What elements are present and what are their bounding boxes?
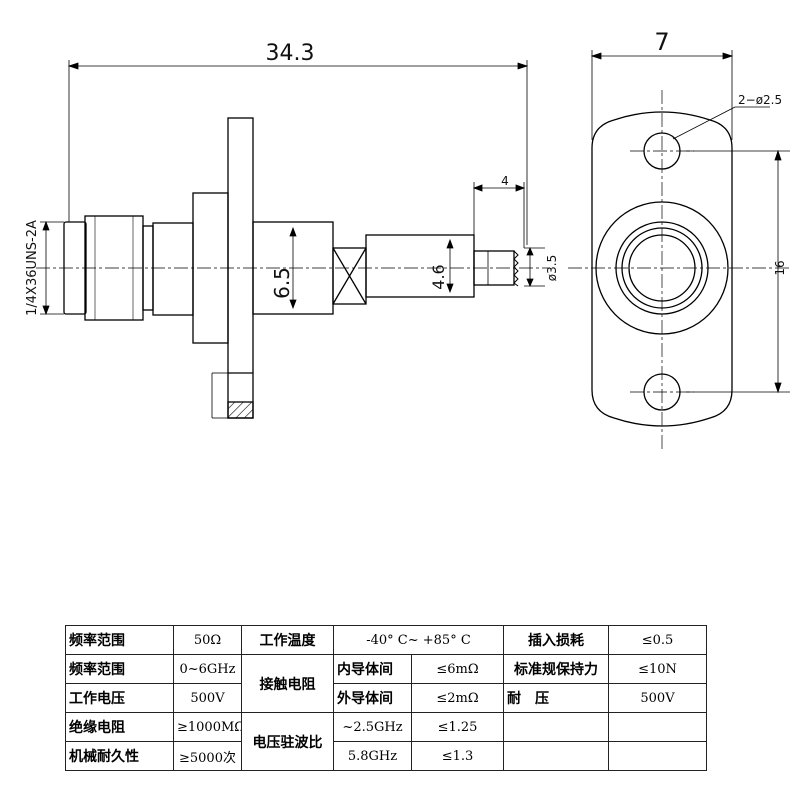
label-cell: 内导体间 <box>333 654 412 684</box>
flange-hatch <box>227 401 254 419</box>
value-cell: ≤1.25 <box>411 712 504 742</box>
flange-width-label: 7 <box>654 28 669 56</box>
empty-cell <box>503 712 609 742</box>
value-cell: 0~6GHz <box>173 654 242 684</box>
label-cell: 频率范围 <box>65 625 174 655</box>
table-row: 频率范围 50Ω 工作温度 -40° C~ +85° C 插入损耗 ≤0.5 <box>65 625 707 655</box>
table-row: 绝缘电阻 ≥1000MΩ 电压驻波比 ~2.5GHz ≤1.25 <box>65 712 707 771</box>
label-cell: 机械耐久性 <box>65 741 174 771</box>
front-view <box>568 50 790 450</box>
label-cell: 耐 压 <box>503 683 609 713</box>
value-cell: 5.8GHz <box>333 741 412 771</box>
thread-spec-label: 1/4X36UNS-2A <box>25 220 40 316</box>
label-cell: 插入损耗 <box>503 625 609 655</box>
hex-body <box>152 222 194 316</box>
label-cell: 标准规保持力 <box>503 654 609 684</box>
label-cell: 工作温度 <box>241 625 334 655</box>
side-view <box>36 60 548 419</box>
flange-dia-label: 6.5 <box>270 267 294 299</box>
shaft-dia-label: 4.6 <box>429 264 448 289</box>
value-cell: ≤2mΩ <box>411 683 504 713</box>
connector-drawing: 34.3 1/4X36UNS-2A 6.5 4.6 ø3.5 4 <box>25 28 790 450</box>
value-cell: 50Ω <box>173 625 242 655</box>
hole-spec-label: 2−ø2.5 <box>738 93 782 107</box>
pin-dia-label: ø3.5 <box>545 255 559 281</box>
flange-outline <box>591 111 733 427</box>
table-row: 机械耐久性 ≥5000次 5.8GHz ≤1.3 <box>65 741 707 771</box>
value-cell: 500V <box>173 683 242 713</box>
value-cell: ≤0.5 <box>608 625 707 655</box>
value-cell: 500V <box>608 683 707 713</box>
rear-shaft <box>365 234 475 298</box>
center-pin <box>473 250 519 287</box>
pin-length-dimension <box>472 182 526 248</box>
value-cell: ~2.5GHz <box>333 712 412 742</box>
overall-length-label: 34.3 <box>266 41 315 66</box>
hole-leader <box>672 106 770 140</box>
label-cell: 接触电阻 <box>241 654 334 713</box>
empty-cell <box>608 741 707 771</box>
hex-indicator <box>332 247 367 305</box>
value-cell: ≥1000MΩ <box>173 712 242 742</box>
spec-table: 频率范围 50Ω 工作温度 -40° C~ +85° C 插入损耗 ≤0.5 频… <box>65 625 707 771</box>
value-cell: ≤1.3 <box>411 741 504 771</box>
label-cell: 电压驻波比 <box>241 712 334 771</box>
label-cell: 频率范围 <box>65 654 174 684</box>
value-cell: ≤6mΩ <box>411 654 504 684</box>
table-row: 频率范围 0~6GHz 接触电阻 内导体间 ≤6mΩ 标准规保持力 ≤10N <box>65 654 707 713</box>
diameter-dimensions <box>289 226 545 310</box>
label-cell: 外导体间 <box>333 683 412 713</box>
value-cell: -40° C~ +85° C <box>333 625 504 655</box>
front-centerlines <box>568 90 790 450</box>
flange-width-dimension <box>590 50 734 140</box>
label-cell: 工作电压 <box>65 683 174 713</box>
table-row: 工作电压 500V 外导体间 ≤2mΩ 耐 压 500V <box>65 683 707 713</box>
pin-length-label: 4 <box>501 174 509 188</box>
overall-length-dimension <box>67 60 529 245</box>
hole-spacing-label: 16 <box>773 260 787 275</box>
value-cell: ≥5000次 <box>173 741 242 771</box>
label-cell: 绝缘电阻 <box>65 712 174 742</box>
empty-cell <box>608 712 707 742</box>
empty-cell <box>503 741 609 771</box>
hole-spacing-dimension <box>686 149 790 394</box>
value-cell: ≤10N <box>608 654 707 684</box>
